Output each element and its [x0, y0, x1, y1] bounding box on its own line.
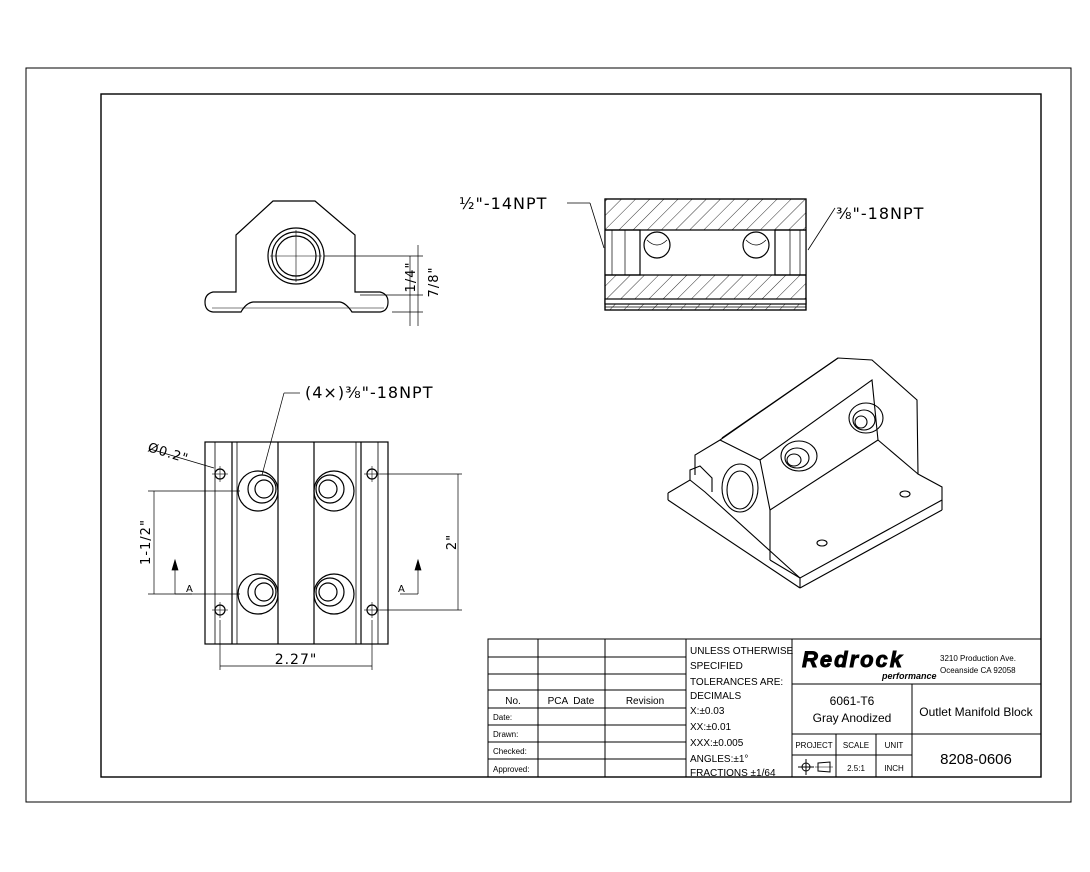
section-mark-left: A [186, 584, 194, 595]
outer-border [25, 67, 1072, 803]
project-label: PROJECT [795, 741, 832, 750]
part-name: Outlet Manifold Block [919, 705, 1033, 719]
company-address-line1: 3210 Production Ave. [940, 654, 1016, 663]
tolerance-line: SPECIFIED [690, 661, 743, 672]
tolerance-line: XXX:±0.005 [690, 738, 744, 749]
company-address-line2: Oceanside CA 92058 [940, 666, 1016, 675]
section-mark-right: A [398, 584, 406, 595]
part-number: 8208-0606 [940, 751, 1012, 768]
callout-four-ports: (4×)⅜"-18NPT [305, 383, 433, 402]
row-label-drawn: Drawn: [493, 730, 518, 739]
tolerance-line: FRACTIONS ±1/64 [690, 768, 776, 779]
row-label-checked: Checked: [493, 747, 527, 756]
callout-three-eighths-npt: ⅜"-18NPT [836, 204, 924, 223]
dim-width: 2.27" [275, 652, 318, 668]
tolerance-line: TOLERANCES ARE: [690, 677, 783, 688]
tolerance-line: DECIMALS [690, 691, 741, 702]
tolerance-line: ANGLES:±1° [690, 754, 748, 765]
section-view [604, 198, 807, 311]
rev-no-header: No. [505, 696, 521, 707]
dim-one-and-half: 1-1/2" [139, 519, 154, 565]
unit-label: UNIT [885, 741, 904, 750]
material-line2: Gray Anodized [813, 711, 892, 725]
top-view [204, 441, 389, 645]
row-label-approved: Approved: [493, 765, 529, 774]
rev-revision-header: Revision [626, 696, 664, 707]
unit-value: INCH [884, 764, 904, 773]
company-logo: Redrock [802, 647, 904, 672]
section-leaders [567, 202, 836, 251]
company-logo-tagline: performance [881, 671, 937, 681]
dim-seven-eighths: 7/8" [427, 267, 442, 298]
scale-label: SCALE [843, 741, 869, 750]
front-view [204, 200, 423, 326]
tolerance-line: XX:±0.01 [690, 722, 732, 733]
dim-hole-diameter: Ø0.2" [146, 440, 190, 467]
isometric-view [667, 357, 943, 589]
dim-quarter-inch: 1/4" [404, 262, 419, 293]
row-label-date: Date: [493, 713, 512, 722]
dim-two-inch: 2" [445, 534, 460, 550]
callout-half-inch-npt: ½"-14NPT [459, 194, 547, 213]
material-line1: 6061-T6 [830, 694, 875, 708]
top-view-dimensions [148, 392, 462, 670]
tolerance-line: X:±0.03 [690, 706, 725, 717]
front-view-outline [204, 200, 389, 313]
tolerance-line: UNLESS OTHERWISE [690, 646, 793, 657]
scale-value: 2.5:1 [847, 764, 865, 773]
title-block [487, 638, 1042, 778]
rev-pca-date-header: PCA Date [548, 696, 595, 707]
